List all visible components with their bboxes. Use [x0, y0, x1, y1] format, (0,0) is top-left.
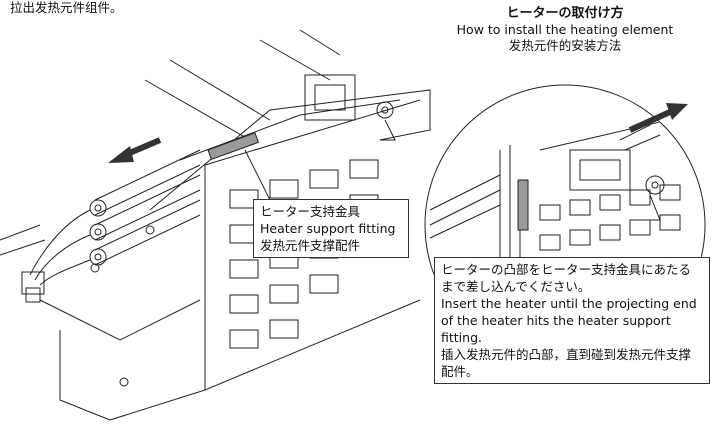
- callout-insert-cn: 插入发热元件的凸部，直到碰到发热元件支撑配件。: [441, 347, 692, 379]
- title-block: ヒーターの取付け方 How to install the heating ele…: [420, 6, 710, 54]
- support-fitting-callout: ヒーター支持金具 Heater support fitting 发热元件支撑配件: [253, 199, 409, 258]
- push-in-arrow: [628, 103, 688, 133]
- callout-insert-jp: ヒーターの凸部をヒーター支持金具にあたるまで差し込んでください。: [441, 262, 692, 294]
- callout-support-en: Heater support fitting: [260, 221, 396, 236]
- pull-out-arrow: [108, 137, 162, 163]
- insert-heater-callout: ヒーターの凸部をヒーター支持金具にあたるまで差し込んでください。 Insert …: [434, 257, 710, 384]
- connector: [21, 271, 45, 295]
- callout-support-cn: 发热元件支撑配件: [260, 238, 361, 253]
- callout-support-jp: ヒーター支持金具: [260, 204, 361, 219]
- support-fitting: [207, 132, 260, 161]
- support-fitting-detail: [517, 179, 529, 231]
- step-instruction: 拉出发热元件组件。: [10, 0, 123, 15]
- heater-unit-drawing: [0, 29, 431, 421]
- title-en: How to install the heating element: [456, 22, 674, 37]
- heater-rods: [89, 149, 201, 266]
- title-cn: 发热元件的安装方法: [508, 38, 622, 53]
- screw: [119, 377, 129, 387]
- callout-insert-en: Insert the heater until the projecting e…: [441, 296, 697, 345]
- title-jp: ヒーターの取付け方: [506, 6, 624, 21]
